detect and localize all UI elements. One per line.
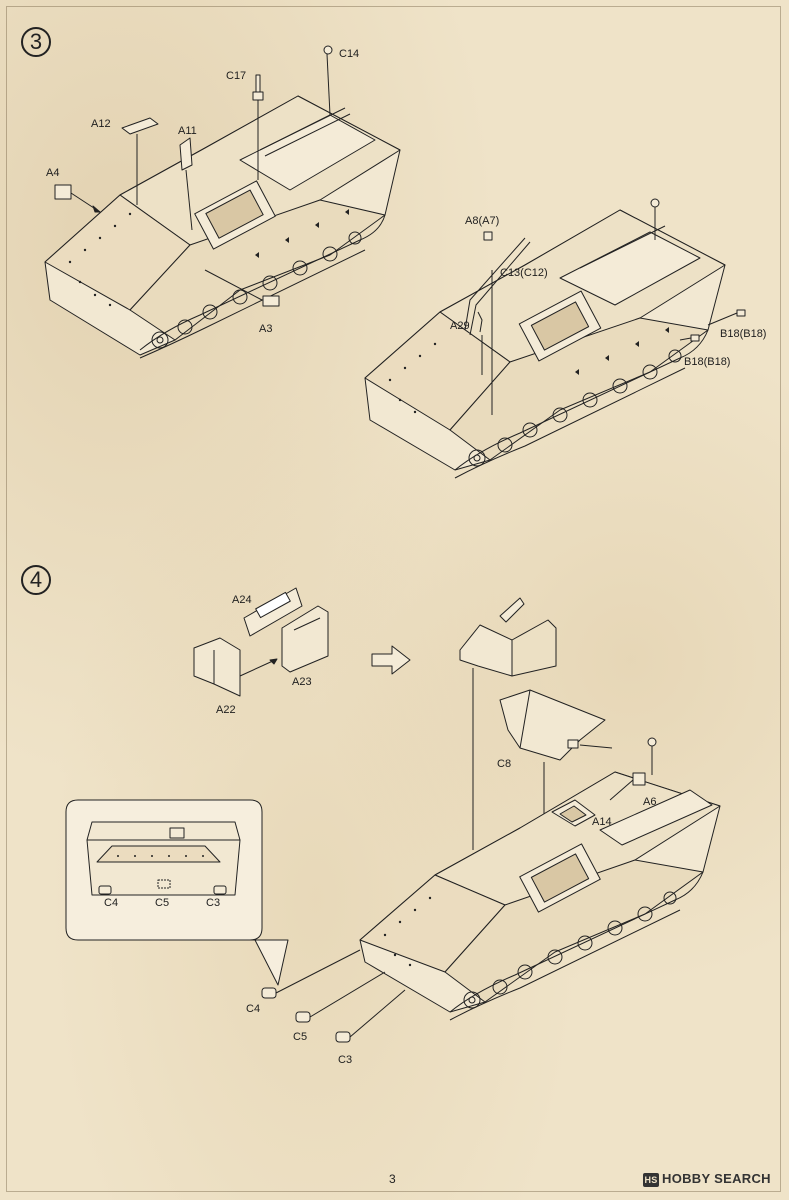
label-a11: A11 xyxy=(178,125,197,137)
label-a8-a7: A8(A7) xyxy=(465,215,500,227)
label-a6: A6 xyxy=(643,796,657,808)
page-border xyxy=(6,6,781,1192)
step3-hull-right xyxy=(364,209,726,479)
watermark-text: HOBBY SEARCH xyxy=(662,1171,771,1186)
label-c13-c12: C13(C12) xyxy=(500,267,548,279)
step3-parts-right xyxy=(464,198,746,415)
label-a29: A29 xyxy=(450,320,470,332)
direction-arrow xyxy=(371,645,411,675)
step4-hull xyxy=(261,737,721,1043)
inset-label-c4: C4 xyxy=(104,897,119,909)
label-c3: C3 xyxy=(338,1054,353,1066)
label-b18-upper: B18(B18) xyxy=(720,328,767,340)
rear-view-inset xyxy=(65,799,289,986)
label-c14: C14 xyxy=(339,48,360,60)
step4-shield-parts xyxy=(193,587,329,697)
step3-hull-left xyxy=(44,95,401,359)
watermark-logo-icon: HS xyxy=(643,1172,659,1187)
label-a23: A23 xyxy=(292,676,312,688)
label-a22: A22 xyxy=(216,704,236,716)
label-c5: C5 xyxy=(293,1031,308,1043)
step3-parts-left xyxy=(54,45,333,307)
page-number: 3 xyxy=(389,1172,396,1186)
label-a4: A4 xyxy=(46,167,60,179)
label-a24: A24 xyxy=(232,594,252,606)
inset-label-c3: C3 xyxy=(206,897,221,909)
step-number-4: 4 xyxy=(21,565,51,595)
step4-shield-assembled xyxy=(459,597,557,850)
label-a12: A12 xyxy=(91,118,111,130)
step-number-3: 3 xyxy=(21,27,51,57)
inset-label-c5: C5 xyxy=(155,897,170,909)
label-b18-lower: B18(B18) xyxy=(684,356,731,368)
label-a3: A3 xyxy=(259,323,273,335)
label-c17: C17 xyxy=(226,70,247,82)
label-c8: C8 xyxy=(497,758,512,770)
label-c4: C4 xyxy=(246,1003,261,1015)
label-a14: A14 xyxy=(592,816,612,828)
